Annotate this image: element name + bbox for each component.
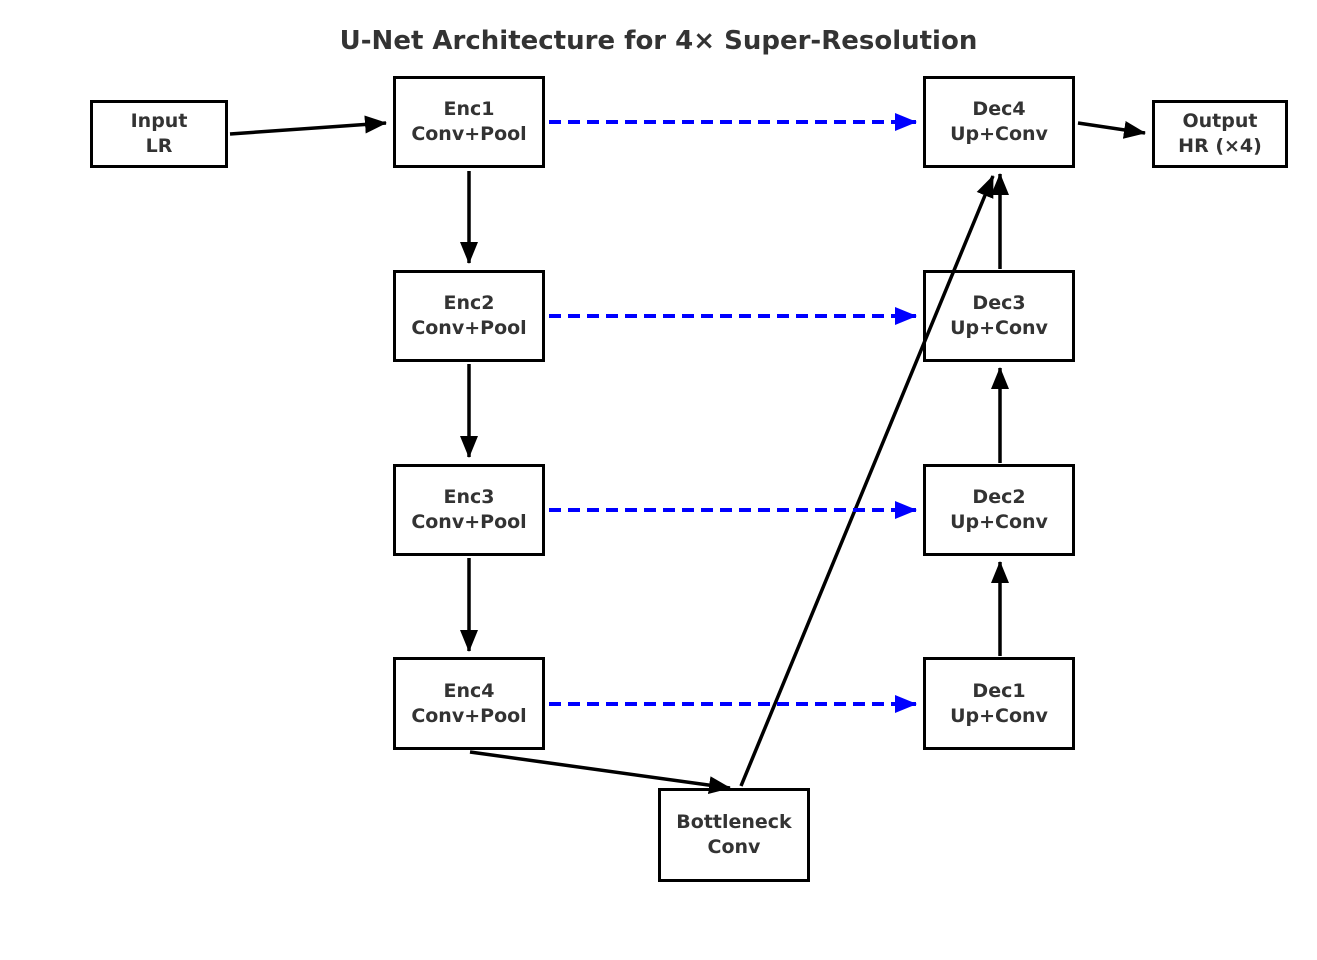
node-dec2: Dec2 Up+Conv	[923, 464, 1075, 556]
node-dec1-sublabel: Up+Conv	[950, 704, 1048, 727]
flow-arrow-dec4-output	[1077, 120, 1146, 139]
node-enc1: Enc1 Conv+Pool	[393, 76, 545, 168]
flow-arrow-enc4-bottleneck	[469, 750, 731, 795]
node-enc1-sublabel: Conv+Pool	[411, 123, 527, 145]
node-enc4-label: Enc4	[443, 679, 495, 702]
node-bottleneck-sublabel: Conv	[707, 836, 761, 858]
node-enc4-sublabel: Conv+Pool	[411, 704, 527, 727]
node-dec3-label: Dec3	[972, 292, 1026, 315]
node-output-sublabel: HR (×4)	[1178, 135, 1262, 157]
node-dec2-sublabel: Up+Conv	[950, 511, 1048, 533]
node-enc3: Enc3 Conv+Pool	[393, 464, 545, 556]
node-output: Output HR (×4)	[1152, 100, 1288, 168]
node-enc2: Enc2 Conv+Pool	[393, 270, 545, 362]
node-dec4-sublabel: Up+Conv	[950, 123, 1048, 145]
flow-arrow-input-enc1	[229, 115, 387, 136]
diagram-title: U-Net Architecture for 4× Super-Resoluti…	[339, 26, 978, 56]
node-enc2-label: Enc2	[443, 292, 495, 315]
node-enc4: Enc4 Conv+Pool	[393, 657, 545, 750]
node-dec4: Dec4 Up+Conv	[923, 76, 1075, 168]
node-dec2-label: Dec2	[972, 486, 1026, 509]
node-input-sublabel: LR	[145, 135, 173, 157]
node-input-label: Input	[130, 110, 188, 133]
node-dec3-sublabel: Up+Conv	[950, 317, 1048, 339]
node-bottleneck: Bottleneck Conv	[658, 788, 810, 882]
node-dec4-label: Dec4	[972, 98, 1026, 121]
node-dec3: Dec3 Up+Conv	[923, 270, 1075, 362]
node-output-label: Output	[1182, 110, 1258, 133]
node-dec1-label: Dec1	[972, 679, 1026, 702]
node-enc1-label: Enc1	[443, 98, 495, 121]
node-enc3-sublabel: Conv+Pool	[411, 511, 527, 533]
node-input: Input LR	[90, 100, 228, 168]
node-enc2-sublabel: Conv+Pool	[411, 317, 527, 339]
node-dec1: Dec1 Up+Conv	[923, 657, 1075, 750]
node-enc3-label: Enc3	[443, 486, 495, 509]
node-bottleneck-label: Bottleneck	[676, 811, 792, 834]
